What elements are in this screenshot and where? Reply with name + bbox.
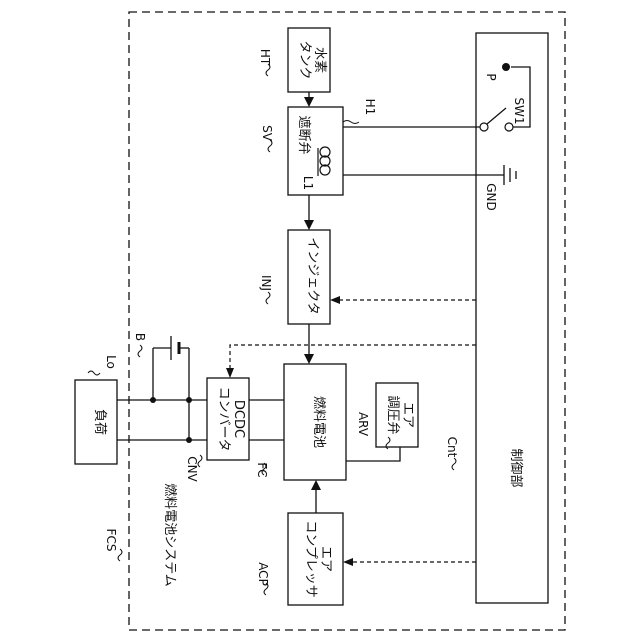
converter-label: DCDCコンバータ — [211, 384, 245, 454]
injector-label: インジェクタ — [299, 228, 319, 324]
ref-fc: FC — [255, 458, 269, 482]
ref-acp: ACP — [256, 557, 270, 591]
ref-p: P — [484, 69, 498, 85]
ref-sw1: SW1 — [512, 94, 526, 128]
shutoff-valve-label: 遮断弁 — [290, 105, 310, 165]
compressor-label: エアコンプレッサ — [298, 514, 332, 604]
pressure-valve-label: エア調圧弁 — [380, 385, 414, 445]
ref-fcs: FCS — [104, 525, 118, 555]
system-name-label: 燃料電池システム — [156, 455, 176, 615]
ref-gnd: GND — [484, 180, 498, 214]
fuel-cell-label: 燃料電池 — [305, 387, 325, 457]
ref-lo: Lo — [104, 347, 118, 377]
ref-l1: L1 — [301, 171, 315, 195]
ref-h1: H1 — [363, 94, 377, 120]
ref-b: B — [133, 327, 147, 347]
ref-sv: SV — [260, 120, 274, 146]
load-label: 負荷 — [86, 392, 106, 452]
ref-cnt: Cnt — [445, 431, 459, 463]
ref-arv: ARV — [356, 407, 370, 441]
ref-ht: HT — [258, 44, 272, 70]
ref-cnv: CNV — [185, 453, 199, 485]
hydrogen-tank-label: 水素タンク — [292, 30, 326, 90]
ref-inj: INJ — [259, 267, 273, 299]
battery-symbol — [153, 336, 189, 440]
controller-label: 制御部 — [502, 438, 522, 498]
